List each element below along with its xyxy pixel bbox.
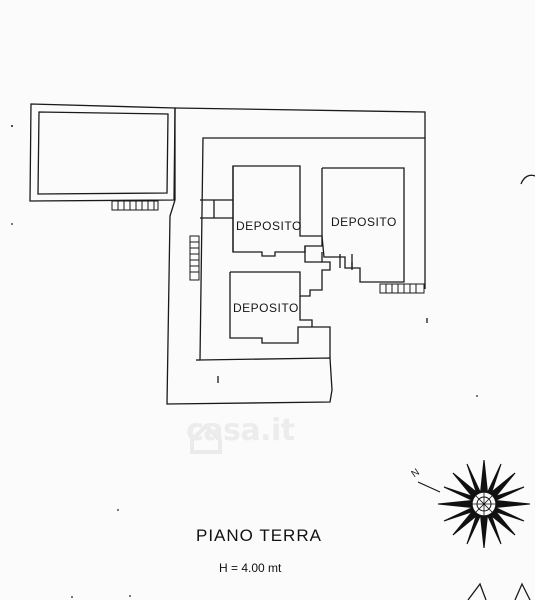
step-strip-top xyxy=(111,200,159,211)
house-icon xyxy=(190,423,222,454)
entry-niche xyxy=(200,199,233,219)
watermark-text: casa.it xyxy=(186,413,295,448)
room-3-walls xyxy=(229,246,331,358)
building-outline xyxy=(166,107,426,405)
floor-title: PIANO TERRA xyxy=(196,526,322,545)
room-2-walls xyxy=(321,167,405,283)
room-2-label: DEPOSITO xyxy=(331,215,397,229)
covered-terrace xyxy=(29,103,176,202)
room-3-label: DEPOSITO xyxy=(233,301,299,315)
step-strip-right xyxy=(379,283,425,294)
compass-rose-icon xyxy=(417,459,531,549)
step-strip-left xyxy=(189,235,200,281)
room-1-walls xyxy=(232,165,323,257)
room-1-label: DEPOSITO xyxy=(236,219,302,233)
floor-height-note: H = 4.00 mt xyxy=(219,561,282,575)
